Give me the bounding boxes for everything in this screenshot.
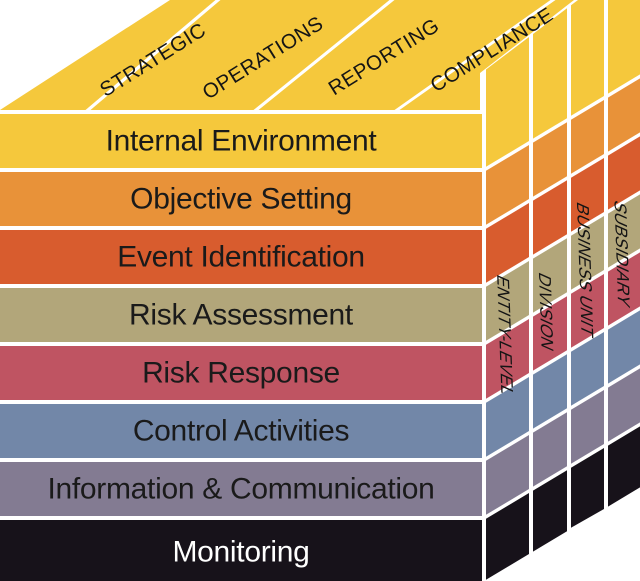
top-column-operations: [90, 0, 390, 110]
side-cell-r8-c1: [486, 493, 529, 580]
side-cell-r7-c2: [533, 412, 567, 487]
side-cell-r6-c1: [486, 377, 529, 457]
side-cell-r8-c4: [608, 426, 640, 507]
side-cell-r4-c1: [486, 261, 529, 341]
side-cell-r6-c3: [571, 332, 604, 406]
side-cell-r5-c4: [608, 252, 640, 326]
top-column-strategic: [0, 0, 216, 110]
front-row-label-6: Control Activities: [133, 415, 349, 448]
side-cell-r3-c1: [486, 203, 529, 283]
side-cell-r3-c2: [533, 180, 567, 255]
side-label-division: DIVISION: [535, 270, 557, 355]
front-row-label-5: Risk Response: [142, 357, 340, 390]
side-cell-r4-c3: [571, 216, 604, 290]
front-face: Internal Environment Objective Setting E…: [0, 114, 482, 581]
front-row-band-1: [0, 114, 482, 168]
front-row-band-6: [0, 404, 482, 458]
side-cell-r3-c4: [608, 136, 640, 210]
front-row-label-1: Internal Environment: [106, 125, 378, 158]
front-row-band-2: [0, 172, 482, 226]
side-face: ENTITY-LEVEL DIVISION BUSINESS UNIT SUBS…: [486, 0, 640, 580]
side-label-subsidiary: SUBSIDIARY: [611, 197, 634, 310]
side-cell-r7-c1: [486, 435, 529, 515]
side-cell-r1-c3: [571, 0, 604, 116]
side-cell-r2-c3: [571, 100, 604, 174]
front-row-label-4: Risk Assessment: [129, 299, 354, 332]
top-face: STRATEGIC OPERATIONS REPORTING COMPLIANC…: [0, 0, 574, 110]
side-cell-r5-c1: [486, 319, 529, 399]
side-cell-r1-c4: [608, 0, 640, 94]
side-cell-r4-c2: [533, 238, 567, 313]
front-row-label-8: Monitoring: [172, 536, 309, 569]
side-cell-r3-c3: [571, 158, 604, 232]
side-cell-r8-c3: [571, 448, 604, 528]
front-row-label-7: Information & Communication: [47, 473, 434, 506]
side-label-business-unit: BUSINESS UNIT: [573, 199, 597, 340]
side-cell-r6-c2: [533, 354, 567, 429]
side-cell-r7-c3: [571, 390, 604, 464]
side-cell-r2-c1: [486, 145, 529, 225]
side-cell-r5-c2: [533, 296, 567, 371]
front-row-band-3: [0, 230, 482, 284]
side-cell-r1-c2: [533, 8, 567, 139]
front-row-label-2: Objective Setting: [130, 183, 352, 216]
front-row-band-8: [0, 520, 482, 581]
side-cell-r2-c4: [608, 78, 640, 152]
side-label-entity-level: ENTITY-LEVEL: [493, 272, 516, 400]
front-row-label-3: Event Identification: [117, 241, 365, 274]
side-cell-r5-c3: [571, 274, 604, 348]
front-row-band-5: [0, 346, 482, 400]
top-column-reporting: [258, 0, 551, 110]
side-cell-r7-c4: [608, 368, 640, 442]
side-cell-r2-c2: [533, 122, 567, 197]
top-column-compliance: [399, 0, 574, 110]
side-cell-r8-c2: [533, 470, 567, 552]
side-cell-r1-c1: [486, 37, 529, 167]
side-cell-r4-c4: [608, 194, 640, 268]
front-row-band-7: [0, 462, 482, 516]
side-cell-r6-c4: [608, 310, 640, 384]
front-row-band-4: [0, 288, 482, 342]
